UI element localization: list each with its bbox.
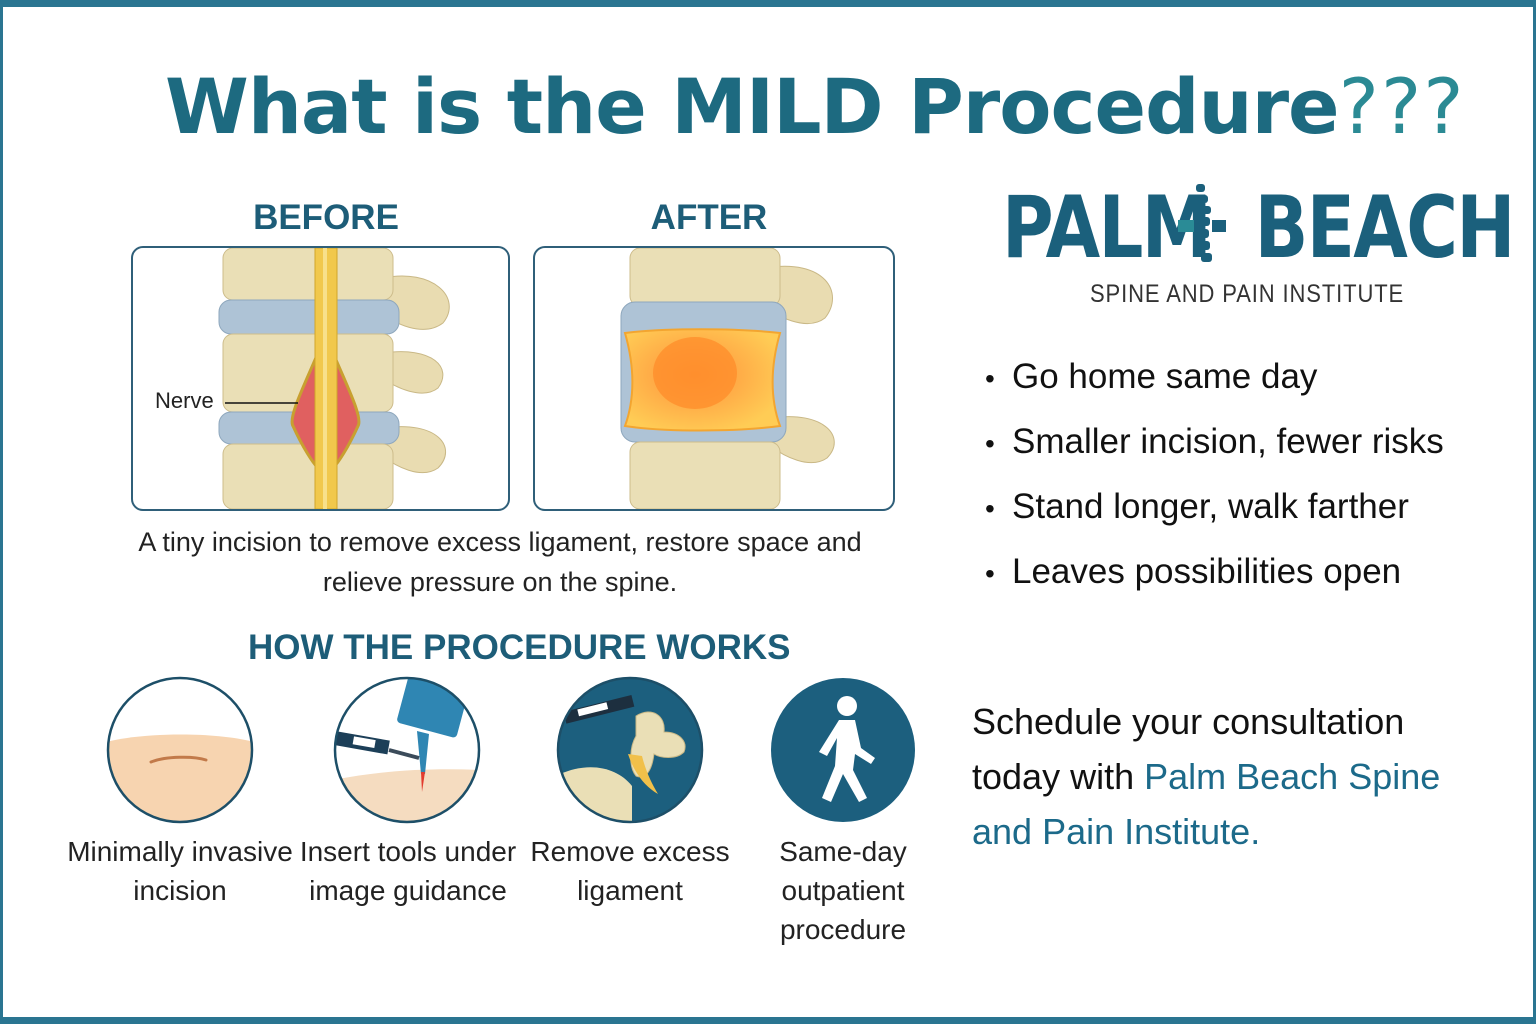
incision-icon [106,676,254,824]
step-label-tools: Insert tools under image guidance [299,836,517,906]
spine-cross-logo-icon [1178,184,1226,262]
after-label: AFTER [650,198,768,237]
page-title: What is the MILD Procedure??? [165,62,1466,151]
vertebra-ligament-icon [556,676,704,824]
benefit-item: •Stand longer, walk farther [985,478,1444,543]
walking-person-icon [771,678,915,822]
benefits-list: •Go home same day •Smaller incision, few… [985,348,1444,608]
bullet-icon: • [985,558,995,589]
tool-insert-icon [333,676,481,824]
bullet-icon: • [985,493,995,524]
nerve-label: Nerve [155,388,214,413]
step-label-outpatient: Same-day outpatient procedure [779,836,907,945]
logo-subtitle: SPINE AND PAIN INSTITUTE [1090,280,1405,308]
after-illustration [533,246,895,511]
step-label-incision: Minimally invasive incision [67,836,293,906]
how-it-works-title: HOW THE PROCEDURE WORKS [248,628,791,667]
procedure-caption: A tiny incision to remove excess ligamen… [138,527,862,597]
bullet-icon: • [985,428,995,459]
benefit-item: •Go home same day [985,348,1444,413]
before-illustration [131,246,510,511]
benefit-item: •Leaves possibilities open [985,543,1444,608]
before-label: BEFORE [253,198,399,237]
bullet-icon: • [985,363,995,394]
cta-institute-name: Palm Beach Spine and Pain Institute. [972,756,1441,852]
cta-text: Schedule your consultation today with Pa… [972,701,1441,852]
step-label-remove: Remove excess ligament [530,836,730,906]
benefit-item: •Smaller incision, fewer risks [985,413,1444,478]
